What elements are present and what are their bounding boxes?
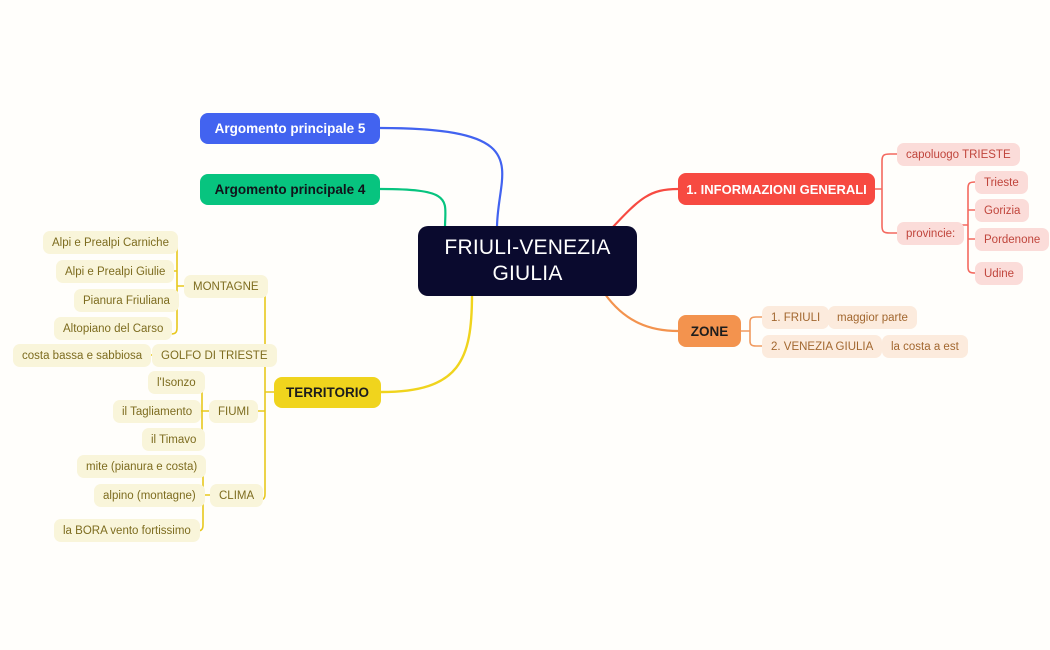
node-costa-bassa-e-sabbiosa[interactable]: costa bassa e sabbiosa — [13, 344, 152, 367]
node-isonzo[interactable]: l'Isonzo — [148, 371, 205, 394]
node-label: MONTAGNE — [193, 280, 259, 293]
link-territorio-children — [251, 285, 275, 501]
link-zone-children — [740, 316, 763, 347]
node-label: Udine — [984, 267, 1015, 280]
node-provincie[interactable]: provincie: — [897, 222, 965, 245]
node-la-bora[interactable]: la BORA vento fortissimo — [54, 519, 200, 542]
connector-argomento4 — [378, 187, 447, 230]
root-label-line1: FRIULI-VENEZIA — [444, 236, 611, 260]
node-label: Alpi e Prealpi Carniche — [52, 236, 169, 249]
node-clima[interactable]: CLIMA — [210, 484, 264, 507]
node-label: 1. FRIULI — [771, 311, 821, 324]
node-label: Alpi e Prealpi Giulie — [65, 265, 166, 278]
node-alpi-prealpi-carniche[interactable]: Alpi e Prealpi Carniche — [43, 231, 178, 254]
node-label: maggior parte — [837, 311, 908, 324]
branch-label: Argomento principale 4 — [214, 182, 366, 197]
connector-argomento5 — [378, 126, 504, 230]
node-label: Pordenone — [984, 233, 1041, 246]
node-label: costa bassa e sabbiosa — [22, 349, 143, 362]
node-pianura-friuliana[interactable]: Pianura Friuliana — [74, 289, 179, 312]
node-friuli[interactable]: 1. FRIULI — [762, 306, 830, 329]
node-capoluogo-trieste[interactable]: capoluogo TRIESTE — [897, 143, 1020, 166]
node-label: mite (pianura e costa) — [86, 460, 198, 473]
node-label: Pianura Friuliana — [83, 294, 170, 307]
node-clima-mite[interactable]: mite (pianura e costa) — [77, 455, 207, 478]
node-label: FIUMI — [218, 405, 250, 418]
connector-zone — [603, 292, 680, 333]
link-informazioni-children — [874, 153, 898, 234]
branch-zone[interactable]: ZONE — [678, 315, 741, 347]
node-label: l'Isonzo — [157, 376, 196, 389]
node-provincia-gorizia[interactable]: Gorizia — [975, 199, 1030, 222]
node-golfo-di-trieste[interactable]: GOLFO DI TRIESTE — [152, 344, 277, 367]
branch-label: TERRITORIO — [286, 385, 370, 400]
node-fiumi[interactable]: FIUMI — [209, 400, 259, 423]
node-altopiano-del-carso[interactable]: Altopiano del Carso — [54, 317, 173, 340]
branch-territorio[interactable]: TERRITORIO — [274, 377, 381, 408]
branch-label: Argomento principale 5 — [214, 121, 366, 136]
node-label: Gorizia — [984, 204, 1021, 217]
node-montagne[interactable]: MONTAGNE — [184, 275, 268, 298]
node-label: il Tagliamento — [122, 405, 193, 418]
node-label: CLIMA — [219, 489, 255, 502]
node-maggior-parte[interactable]: maggior parte — [828, 306, 917, 329]
connector-informazioni — [610, 187, 680, 230]
node-label: GOLFO DI TRIESTE — [161, 349, 268, 362]
node-label: la costa a est — [891, 340, 959, 353]
node-label: la BORA vento fortissimo — [63, 524, 191, 537]
branch-argomento-principale-5[interactable]: Argomento principale 5 — [200, 113, 380, 144]
node-label: provincie: — [906, 227, 956, 240]
node-venezia-giulia[interactable]: 2. VENEZIA GIULIA — [762, 335, 883, 358]
root-label-line2: GIULIA — [492, 262, 563, 285]
connector-territorio — [379, 292, 474, 394]
node-label: 2. VENEZIA GIULIA — [771, 340, 874, 353]
node-alpi-prealpi-giulie[interactable]: Alpi e Prealpi Giulie — [56, 260, 175, 283]
node-label: il Timavo — [151, 433, 197, 446]
node-label: Altopiano del Carso — [63, 322, 164, 335]
root-node[interactable]: FRIULI-VENEZIA GIULIA — [418, 226, 637, 296]
branch-informazioni-generali[interactable]: 1. INFORMAZIONI GENERALI — [678, 173, 875, 205]
node-label: Trieste — [984, 176, 1019, 189]
node-provincia-trieste[interactable]: Trieste — [975, 171, 1028, 194]
node-provincia-pordenone[interactable]: Pordenone — [975, 228, 1050, 251]
node-label: alpino (montagne) — [103, 489, 196, 502]
branch-label: 1. INFORMAZIONI GENERALI — [686, 181, 867, 197]
node-timavo[interactable]: il Timavo — [142, 428, 206, 451]
branch-label: ZONE — [690, 323, 729, 339]
node-tagliamento[interactable]: il Tagliamento — [113, 400, 202, 423]
node-clima-alpino[interactable]: alpino (montagne) — [94, 484, 205, 507]
node-la-costa-a-est[interactable]: la costa a est — [882, 335, 968, 358]
node-label: capoluogo TRIESTE — [906, 148, 1011, 161]
node-provincia-udine[interactable]: Udine — [975, 262, 1024, 285]
branch-argomento-principale-4[interactable]: Argomento principale 4 — [200, 174, 380, 205]
